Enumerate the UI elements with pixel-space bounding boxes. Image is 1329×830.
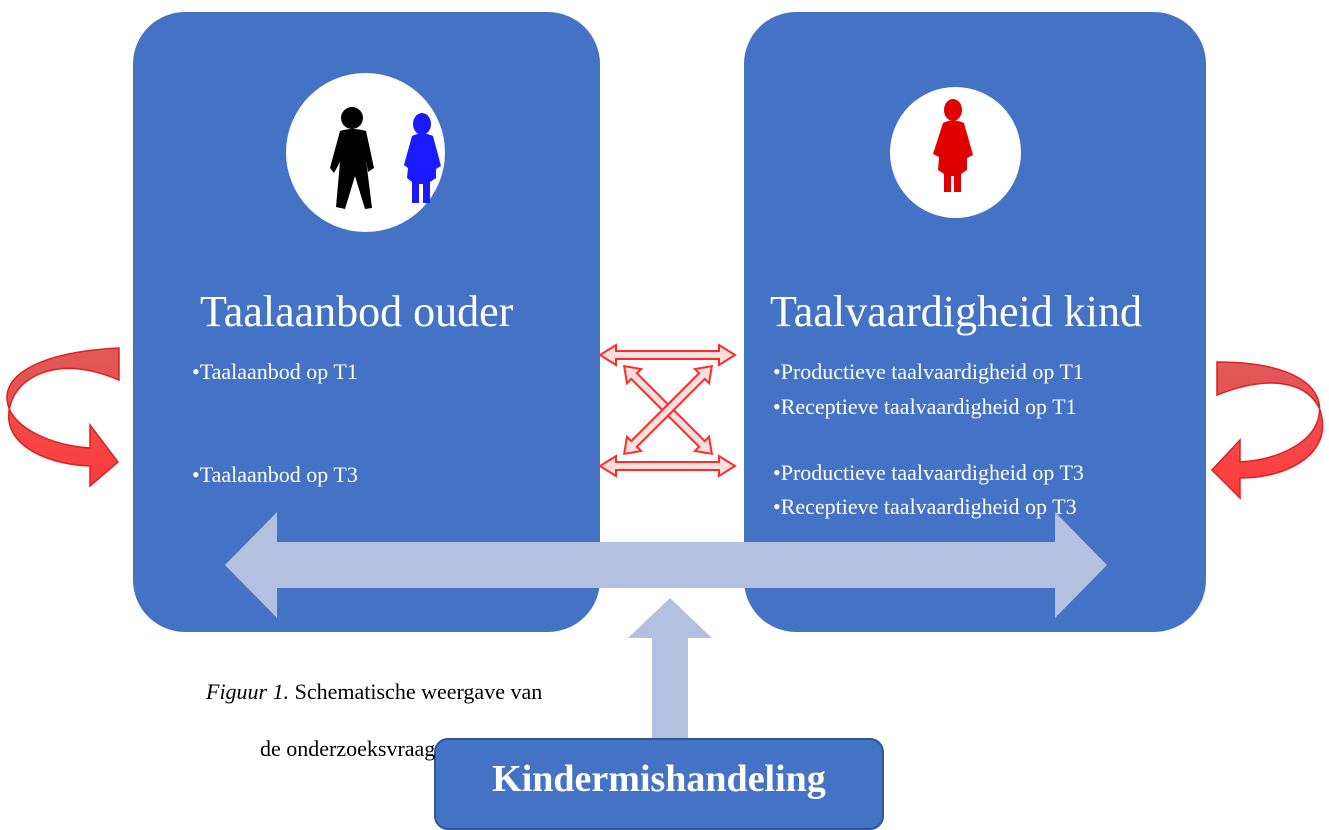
curved-self-arrow-left-icon — [6, 347, 120, 488]
child-panel-title: Taalvaardigheid kind — [770, 287, 1143, 336]
parent-panel-title: Taalaanbod ouder — [200, 287, 514, 336]
child-figure-icon — [933, 99, 973, 192]
figure-caption-text: Schematische weergave van — [289, 679, 543, 704]
parent-item-t3: •Taalaanbod op T3 — [192, 462, 358, 487]
child-item-receptive-t3: •Receptieve taalvaardigheid op T3 — [773, 494, 1077, 519]
cross-arrow-icon — [622, 364, 714, 456]
double-arrow-icon — [598, 343, 737, 478]
child-item-receptive-t1: •Receptieve taalvaardigheid op T1 — [773, 394, 1077, 419]
big-double-arrow-icon — [225, 512, 1107, 618]
moderation-arrow-icon — [628, 598, 712, 740]
curved-self-arrow-right-icon — [1210, 361, 1324, 500]
child-item-productive-t1: •Productieve taalvaardigheid op T1 — [773, 359, 1084, 384]
figure-caption-line1: Figuur 1. Schematische weergave van — [206, 681, 542, 703]
mother-figure-icon — [404, 113, 441, 203]
child-item-productive-t3: •Productieve taalvaardigheid op T3 — [773, 460, 1084, 485]
child-maltreatment-label: Kindermishandeling — [492, 758, 826, 800]
father-figure-icon — [330, 107, 374, 209]
figure-caption-label: Figuur 1. — [206, 679, 290, 704]
figure-caption-line2: de onderzoeksvraag — [260, 736, 436, 761]
parent-item-t1: •Taalaanbod op T1 — [192, 359, 358, 384]
